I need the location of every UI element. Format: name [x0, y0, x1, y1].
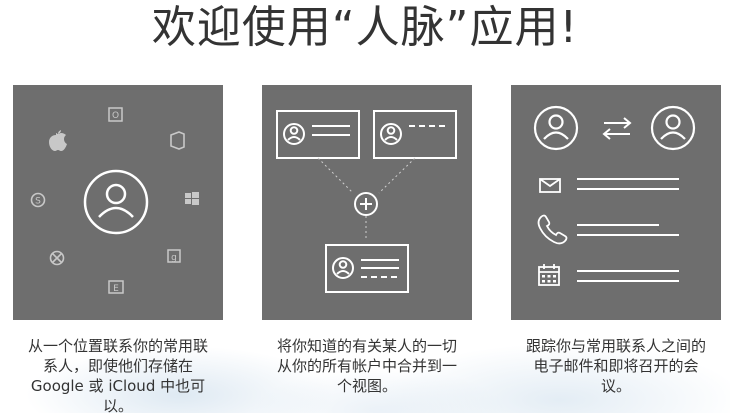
skype-icon: S [30, 192, 46, 208]
merge-connector-lines [317, 157, 416, 241]
xbox-icon [49, 250, 65, 266]
caption-line: 从一个位置联系你的常用联 [27, 337, 208, 355]
mail-lines [577, 178, 679, 190]
phone-icon [537, 214, 568, 245]
caption-line: 系人，即使他们存储在 [42, 357, 193, 375]
calendar-lines [577, 270, 679, 282]
outlook-icon: O [108, 107, 123, 122]
calendar-icon [538, 264, 560, 286]
panel-2-illustration [276, 110, 457, 293]
caption-line: 跟踪你与常用联系人之间的 [525, 337, 706, 355]
caption-line: 从你的所有帐户中合并到一 [276, 357, 457, 375]
panel-3-illustration [533, 105, 696, 286]
person-icon [533, 105, 579, 151]
person-icon [83, 169, 149, 235]
phone-lines [577, 224, 679, 236]
google-icon: g [167, 249, 181, 263]
panel-3-caption: 跟踪你与常用联系人之间的 电子邮件和即将召开的会 议。 [511, 336, 721, 396]
caption-line: 电子邮件和即将召开的会 [533, 357, 699, 375]
panel-track-communications [511, 85, 721, 320]
svg-text:E: E [113, 284, 119, 294]
plus-icon [354, 192, 378, 216]
caption-line: Google 或 iCloud 中也可 [30, 377, 206, 395]
contact-card-icon [373, 110, 457, 159]
caption-line: 议。 [600, 377, 631, 395]
merged-contact-card-icon [325, 244, 409, 293]
person-icon [650, 105, 696, 151]
apple-icon [49, 130, 67, 151]
exchange-icon: E [108, 280, 124, 294]
panel-connect-accounts: O g E S [13, 85, 223, 320]
caption-line: 将你知道的有关某人的一切 [276, 337, 457, 355]
office-icon [170, 131, 185, 150]
mail-icon [539, 178, 561, 193]
svg-text:S: S [35, 197, 41, 207]
panel-merge-contacts [262, 85, 472, 320]
svg-text:g: g [171, 253, 177, 263]
panel-1-illustration: O g E S [30, 107, 199, 294]
contact-card-icon [276, 110, 360, 159]
caption-line: 个视图。 [336, 377, 397, 395]
caption-line: 以。 [102, 397, 133, 415]
svg-text:O: O [112, 111, 119, 121]
windows-icon [185, 192, 199, 205]
swap-arrows-icon [602, 117, 632, 140]
panel-2-caption: 将你知道的有关某人的一切 从你的所有帐户中合并到一 个视图。 [262, 336, 472, 396]
page-title: 欢迎使用“人脉”应用! [151, 2, 579, 53]
panel-1-caption: 从一个位置联系你的常用联 系人，即使他们存储在 Google 或 iCloud … [13, 336, 223, 416]
